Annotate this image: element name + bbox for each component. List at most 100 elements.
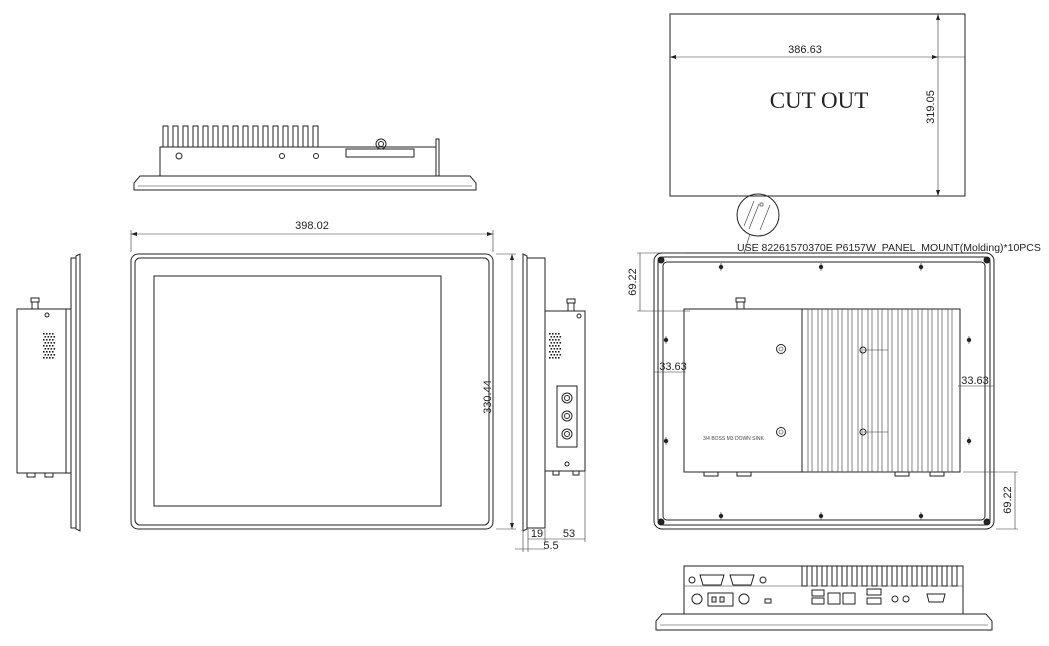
corner-screw: [657, 256, 665, 264]
vent-hole: [555, 345, 557, 347]
vent-hole: [550, 348, 553, 350]
fin: [941, 565, 948, 587]
vent-hole: [43, 333, 45, 335]
vent-hole: [556, 348, 559, 350]
serial-port-2: [729, 574, 755, 586]
front-height-dimension: 330.44: [482, 380, 494, 414]
rear-mount-top-dimension: 69.22: [627, 268, 639, 296]
vent-hole: [46, 345, 48, 347]
rear-view: 3/4 BOSS M3 DOWN SINK 69.22 69.22 33.63 …: [627, 252, 1018, 530]
panel-mount-holes: [663, 263, 972, 520]
fin: [232, 125, 239, 148]
fin: [937, 308, 943, 473]
bottom-view: [655, 565, 993, 631]
vent-hole: [53, 354, 56, 356]
front-width-dimension: 398.02: [295, 220, 329, 232]
fin: [837, 308, 843, 473]
fin: [867, 308, 873, 473]
vent-hole: [44, 342, 47, 344]
fin: [272, 125, 279, 148]
vent-hole: [555, 357, 557, 359]
fin: [252, 125, 259, 148]
vent-hole: [550, 336, 553, 338]
internal-note: 3/4 BOSS M3 DOWN SINK: [703, 436, 765, 442]
front-view: 398.02 330.44: [130, 220, 516, 530]
fin: [831, 565, 838, 587]
corner-screws: [657, 256, 991, 526]
fin: [897, 308, 903, 473]
vent-hole: [50, 354, 53, 356]
fin: [881, 565, 888, 587]
fin: [202, 125, 209, 148]
vent-hole: [47, 354, 50, 356]
fin: [807, 308, 813, 473]
fin: [911, 565, 918, 587]
vent-hole: [552, 339, 554, 341]
vent-hole: [559, 354, 562, 356]
vent-grille-right: [549, 333, 562, 359]
vent-hole: [46, 351, 48, 353]
vent-hole: [552, 357, 554, 359]
side-depth-total-dimension: 53: [563, 528, 575, 540]
vent-hole: [553, 354, 556, 356]
fin: [811, 565, 818, 587]
vent-hole: [559, 342, 562, 344]
mount-clip-detail: USE 82261570370E P6157W_PANEL_MOUNT(Mold…: [736, 193, 1041, 254]
fin: [841, 565, 848, 587]
lan-port-2: [842, 592, 856, 605]
top-view: [133, 125, 477, 191]
vent-hole: [52, 351, 54, 353]
vent-hole: [555, 339, 557, 341]
usb-port-3: [866, 597, 882, 605]
rear-mount-bottom-dimension: 69.22: [1002, 486, 1014, 514]
cutout-label: CUT OUT: [770, 88, 869, 113]
vent-hole: [559, 336, 562, 338]
vent-hole: [43, 357, 45, 359]
vent-hole: [553, 342, 556, 344]
vent-hole: [46, 333, 48, 335]
fin: [871, 565, 878, 587]
vent-hole: [43, 351, 45, 353]
vent-hole: [53, 336, 56, 338]
corner-screw: [657, 518, 665, 526]
cutout-height-dimension: 319.05: [925, 90, 937, 124]
vent-hole: [43, 339, 45, 341]
fin: [857, 308, 863, 473]
fin: [162, 125, 169, 148]
fin: [821, 565, 828, 587]
fin: [951, 565, 958, 587]
vent-hole: [549, 357, 551, 359]
fin: [947, 308, 953, 473]
vent-hole: [46, 357, 48, 359]
fin: [801, 565, 808, 587]
vent-hole: [558, 345, 560, 347]
rear-mount-right-dimension: 33.63: [961, 375, 989, 387]
fin: [847, 308, 853, 473]
fin: [907, 308, 913, 473]
vent-hole: [552, 345, 554, 347]
usb-port-2: [811, 597, 825, 605]
vent-hole: [52, 333, 54, 335]
vent-hole: [47, 342, 50, 344]
fin: [172, 125, 179, 148]
vent-hole: [44, 348, 47, 350]
heatsink-fins-bottom: [801, 565, 958, 587]
side-depth-front-dimension: 19: [531, 528, 543, 540]
fin: [817, 308, 823, 473]
cutout-view: 386.63 319.05 CUT OUT: [669, 13, 966, 197]
left-side-view: [16, 253, 81, 532]
fin: [222, 125, 229, 148]
vent-hole: [549, 345, 551, 347]
lan-port-1: [827, 592, 841, 605]
fin: [877, 308, 883, 473]
fin: [192, 125, 199, 148]
vent-hole: [43, 345, 45, 347]
vent-hole: [558, 339, 560, 341]
vent-hole: [50, 348, 53, 350]
usb-port-1: [811, 589, 825, 597]
audio-jack-1: [891, 595, 899, 603]
right-side-view: 19 53 5.5: [515, 253, 586, 552]
fin: [927, 308, 933, 473]
vent-hole: [53, 348, 56, 350]
vent-hole: [558, 357, 560, 359]
